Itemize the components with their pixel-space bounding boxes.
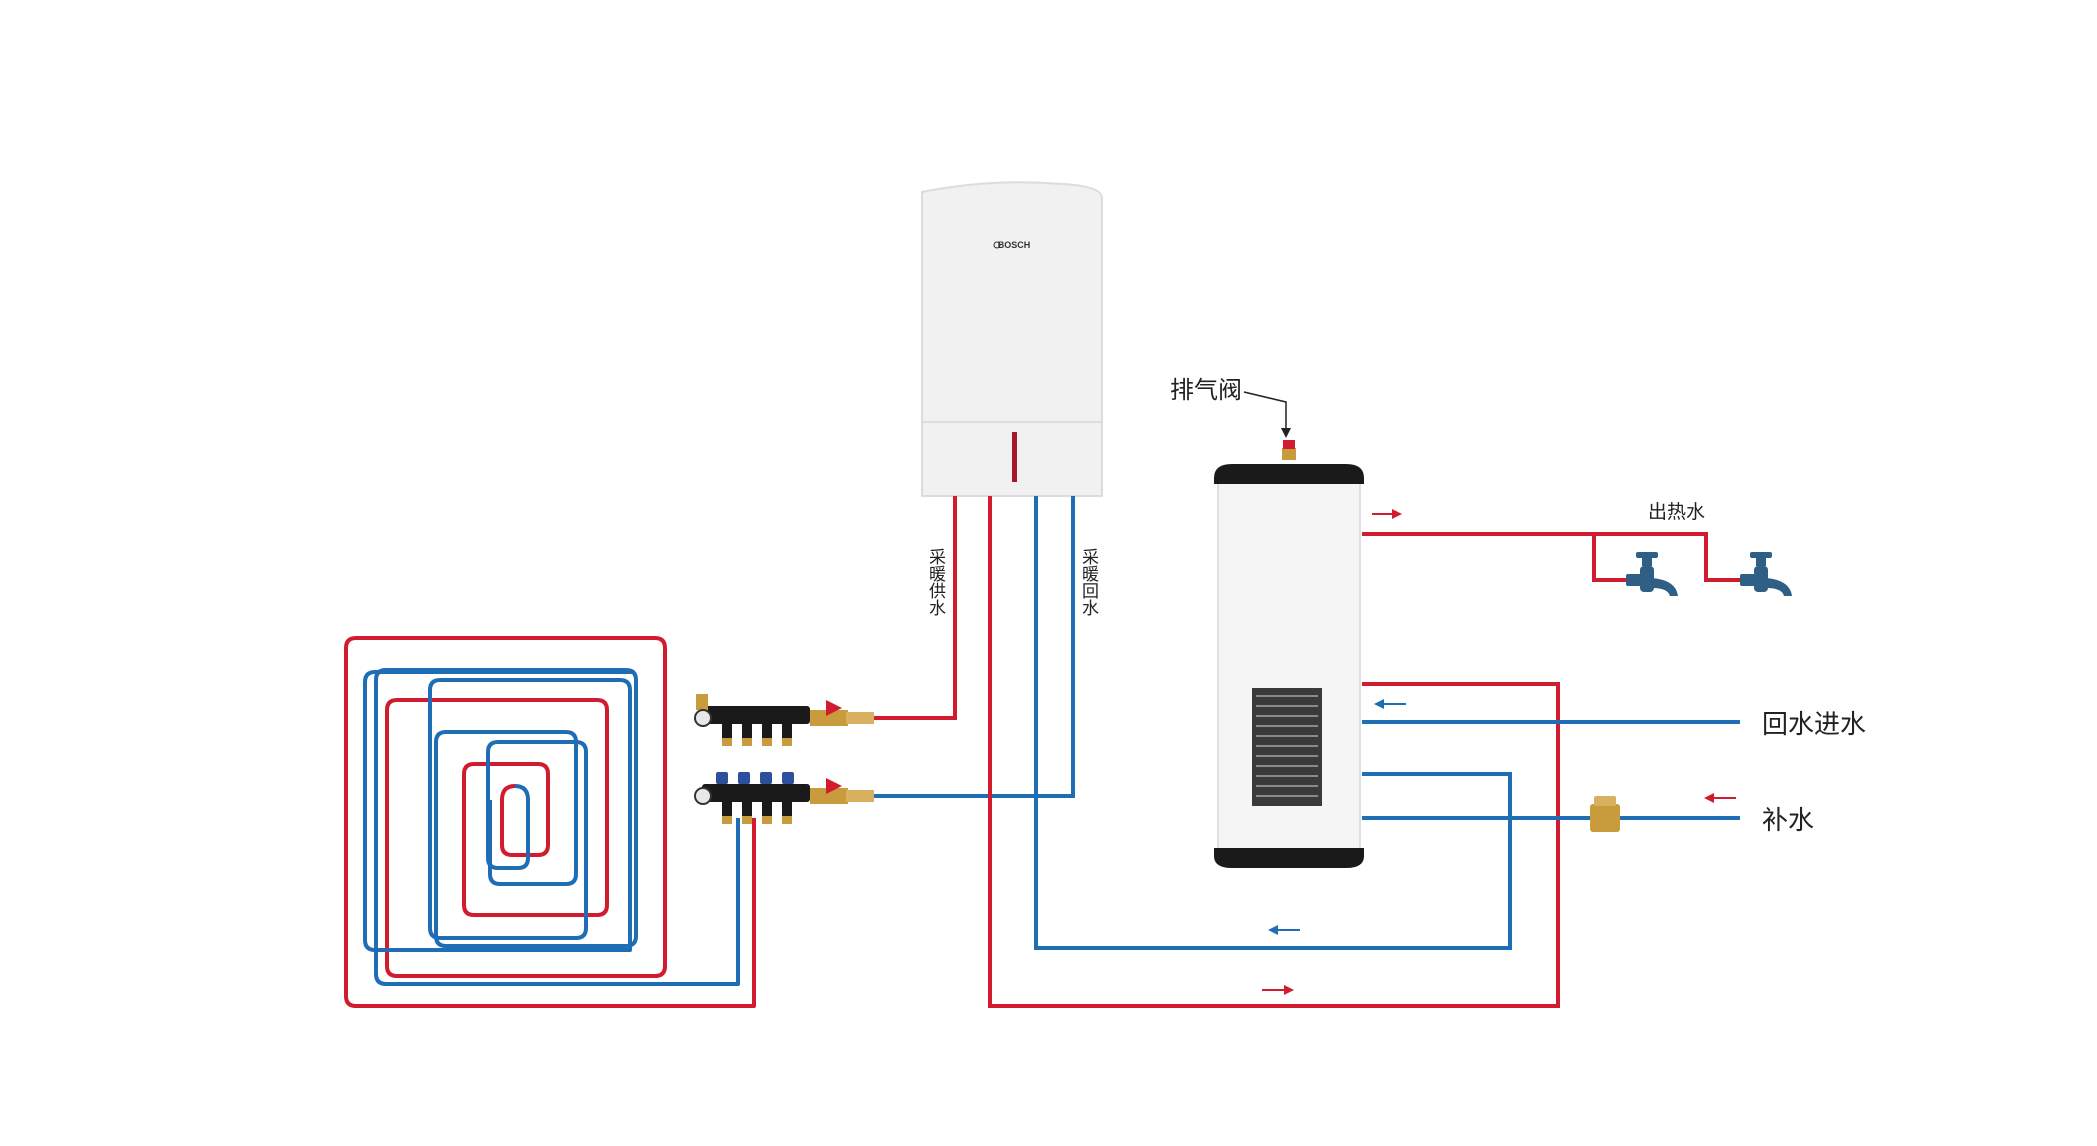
- arrow-left-blue: [1374, 699, 1406, 709]
- floor-heating-coil: [344, 636, 756, 1008]
- coil-supply-loop: [344, 636, 756, 1008]
- air-vent-label: 排气阀: [1170, 376, 1242, 404]
- arrow-right-red: [1262, 985, 1294, 995]
- makeup-water-label: 补水: [1762, 806, 1814, 836]
- arrow-right-red: [1372, 509, 1402, 519]
- return-inlet-label: 回水进水: [1762, 710, 1866, 740]
- coil-return-outer: [374, 668, 740, 986]
- heating-supply-label: 采暖供水: [925, 548, 946, 616]
- heating-return-label: 采暖回水: [1078, 548, 1099, 616]
- coil-return-loop: [363, 670, 632, 952]
- heating-pipes: [874, 498, 1560, 1008]
- return-manifold: [694, 772, 874, 824]
- air-vent-pointer: [1243, 391, 1287, 432]
- heating-supply-pipe: [874, 498, 957, 720]
- faucet-icon: [1740, 552, 1792, 596]
- check-valve: [1590, 796, 1620, 832]
- flow-arrows: [1262, 509, 1736, 995]
- cold-water-pipes: [1362, 720, 1740, 820]
- supply-manifold: [694, 694, 874, 746]
- tank-coil-supply-pipe: [988, 498, 1560, 1008]
- hot-water-out-label: 出热水: [1648, 501, 1705, 523]
- boiler-brand: BOSCH: [998, 240, 1031, 250]
- arrow-left-blue: [1268, 925, 1300, 935]
- water-tank: [1214, 464, 1364, 868]
- faucet-icon: [1626, 552, 1678, 596]
- air-vent-valve: [1282, 440, 1296, 460]
- tank-coil-return-pipe: [1034, 498, 1512, 950]
- hot-water-pipes: [1362, 532, 1740, 582]
- arrow-left-red: [1704, 793, 1736, 803]
- wall-boiler: BOSCH: [921, 181, 1103, 497]
- heating-return-pipe: [874, 498, 1075, 798]
